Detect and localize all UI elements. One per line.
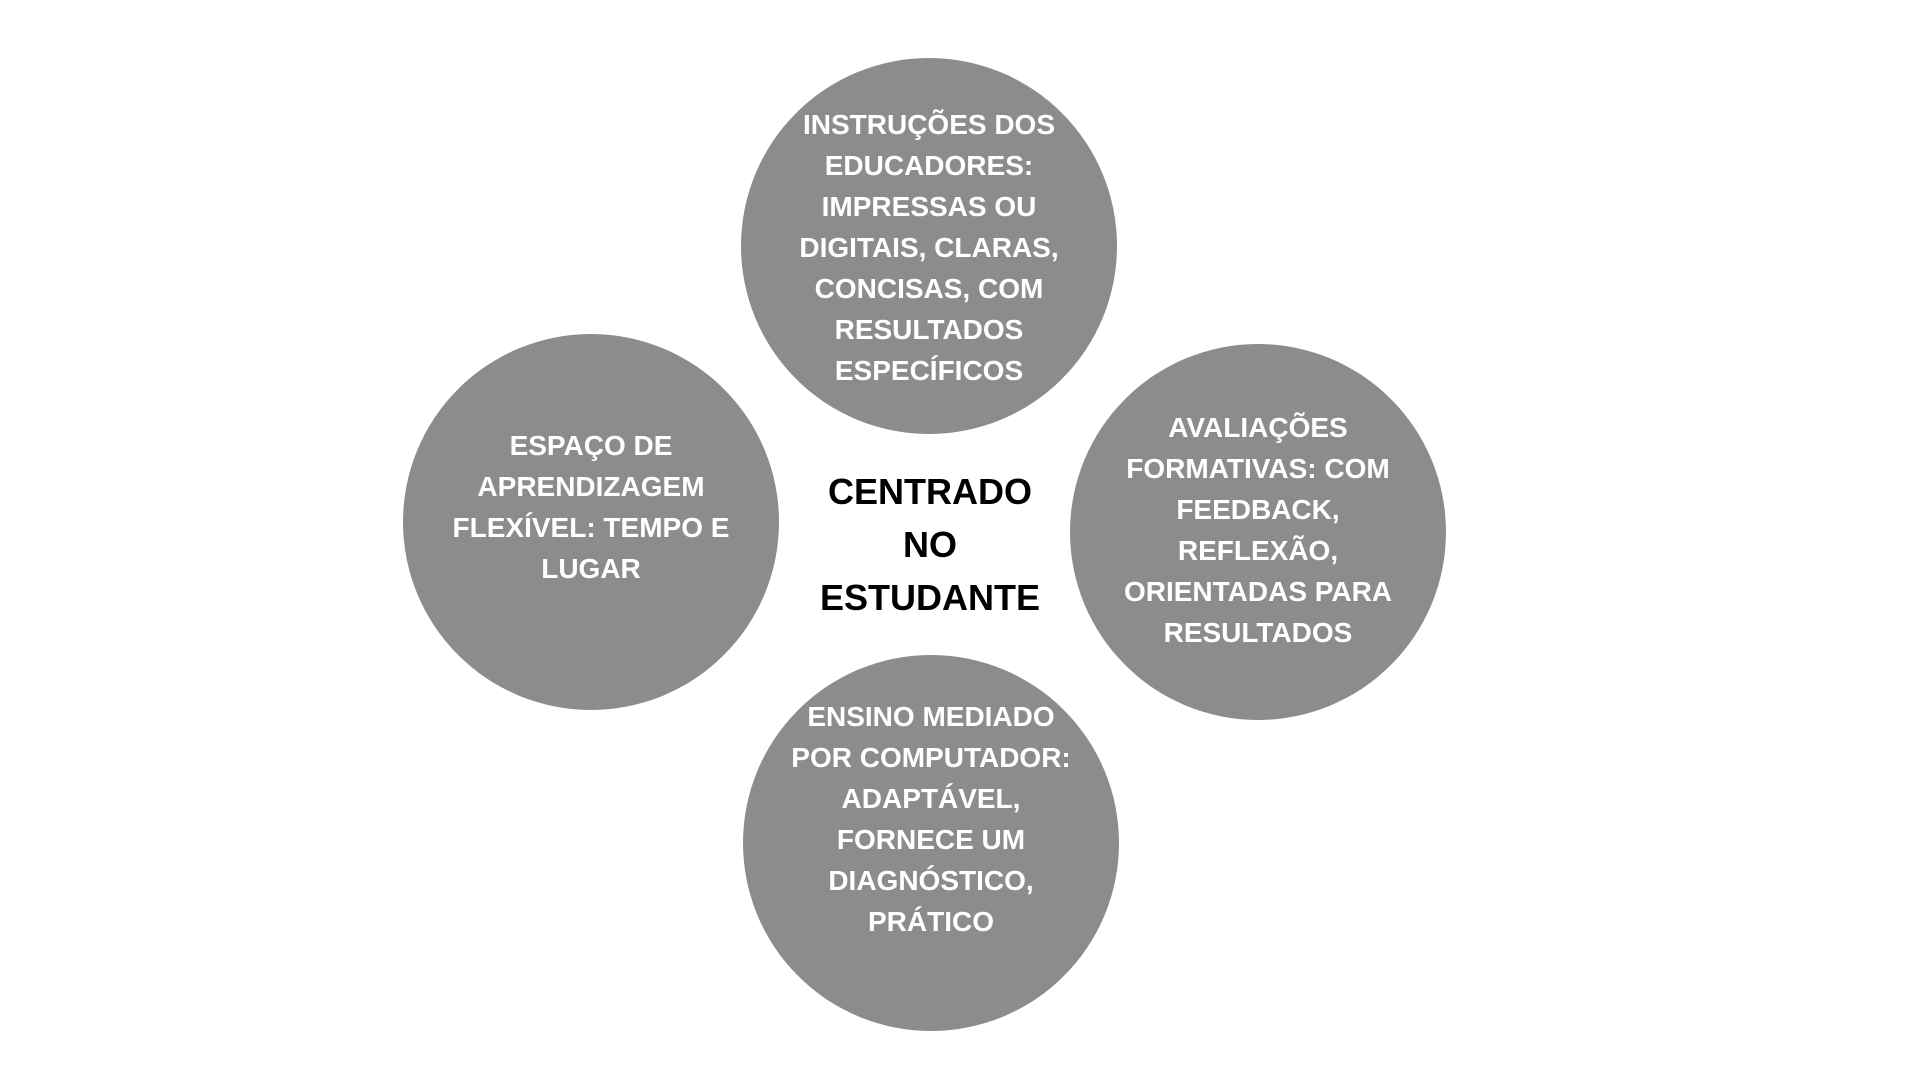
node-formative-assessments-label: AVALIAÇÕES FORMATIVAS: COM FEEDBACK, REF… [1123,412,1393,648]
node-formative-assessments: AVALIAÇÕES FORMATIVAS: COM FEEDBACK, REF… [1070,344,1446,720]
center-label: CENTRADO NO ESTUDANTE [819,471,1040,618]
node-educator-instructions-label: INSTRUÇÕES DOS EDUCADORES: IMPRESSAS OU … [799,108,1059,386]
node-flexible-learning-space: ESPAÇO DE APRENDIZAGEM FLEXÍVEL: TEMPO E… [403,334,779,710]
node-flexible-learning-space-label: ESPAÇO DE APRENDIZAGEM FLEXÍVEL: TEMPO E… [452,430,730,584]
node-computer-mediated-teaching-label: ENSINO MEDIADO POR COMPUTADOR: ADAPTÁVEL… [791,701,1071,937]
node-computer-mediated-teaching: ENSINO MEDIADO POR COMPUTADOR: ADAPTÁVEL… [743,655,1119,1031]
node-educator-instructions: INSTRUÇÕES DOS EDUCADORES: IMPRESSAS OU … [741,58,1117,434]
